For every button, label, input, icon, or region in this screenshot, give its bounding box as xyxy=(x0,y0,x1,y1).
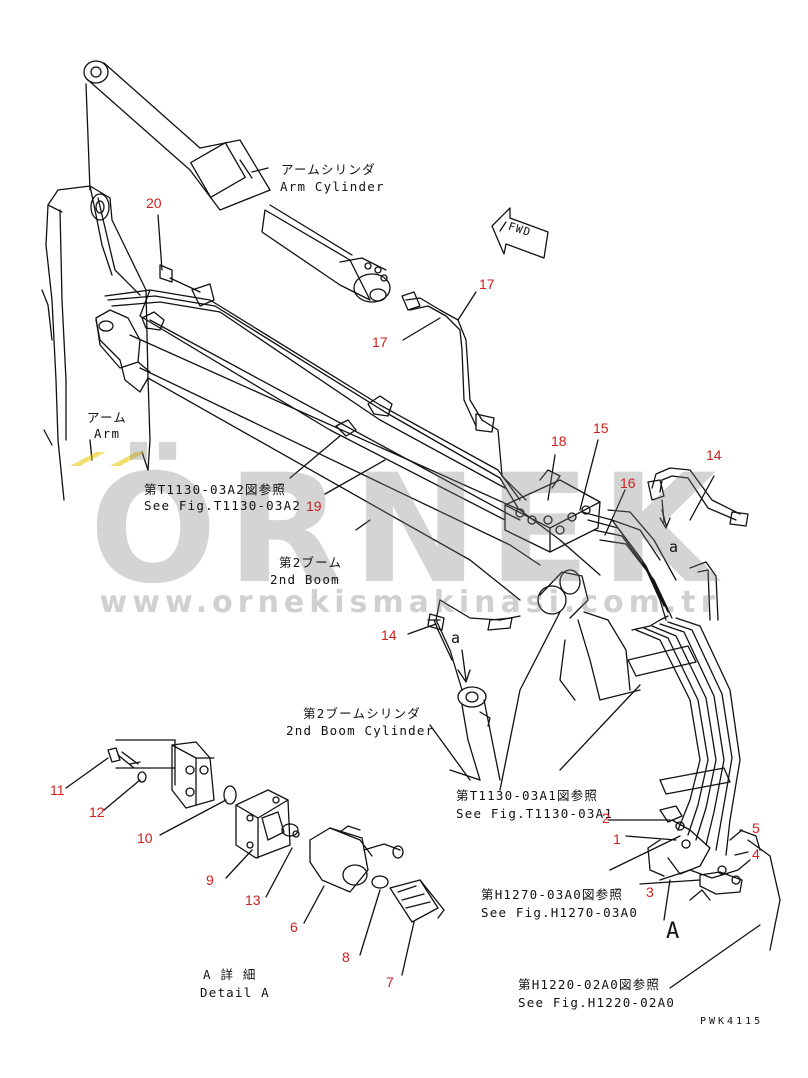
callout-16: 16 xyxy=(620,475,636,491)
ref-h1220-en: See Fig.H1220-02A0 xyxy=(518,995,676,1010)
callout-15: 15 xyxy=(593,420,609,436)
callout-19: 19 xyxy=(306,498,322,514)
hose-bundle xyxy=(627,615,781,951)
ref-h1270-en: See Fig.H1270-03A0 xyxy=(481,905,639,920)
callout-9: 9 xyxy=(206,872,214,888)
leader-lines xyxy=(65,214,761,989)
arm-cylinder-label-jp: アームシリンダ xyxy=(281,162,376,177)
callout-14-left: 14 xyxy=(381,627,397,643)
callout-14-right: 14 xyxy=(706,447,722,463)
detail-a-label-jp: A 詳 細 xyxy=(203,967,257,982)
valve-block xyxy=(504,469,677,621)
ref-t1130-03a1-jp: 第T1130-03A1図参照 xyxy=(456,788,599,803)
callout-17-left: 17 xyxy=(372,334,388,350)
callout-7: 7 xyxy=(386,974,394,990)
boom-cylinder-label-en: 2nd Boom Cylinder xyxy=(286,723,435,738)
view-a-marker-left: a xyxy=(451,629,462,647)
callout-4: 4 xyxy=(752,846,760,862)
boom-cylinder-label-jp: 第2ブームシリンダ xyxy=(303,706,421,721)
watermark-brand: ÖRNEK xyxy=(89,443,727,617)
view-a-marker-right: a xyxy=(669,538,680,556)
detail-a-parts xyxy=(107,739,445,923)
arm-label-en: Arm xyxy=(94,426,121,441)
ref-t1130-03a2-en: See Fig.T1130-03A2 xyxy=(144,498,302,513)
callout-2: 2 xyxy=(602,810,610,826)
callout-13: 13 xyxy=(245,892,261,908)
callout-1: 1 xyxy=(613,831,621,847)
boom-cylinder xyxy=(427,569,641,791)
callout-3: 3 xyxy=(646,884,654,900)
arm-structure xyxy=(41,185,151,501)
view-arrows xyxy=(457,509,711,901)
callout-10: 10 xyxy=(137,830,153,846)
arm-label-jp: アーム xyxy=(87,410,127,425)
ref-t1130-03a2-jp: 第T1130-03A2図参照 xyxy=(144,482,287,497)
callout-8: 8 xyxy=(342,949,350,965)
drawing-code: PWK4115 xyxy=(700,1016,764,1027)
watermark-mark xyxy=(70,452,146,466)
callout-18: 18 xyxy=(551,433,567,449)
second-boom-label-jp: 第2ブーム xyxy=(279,555,343,570)
callout-17-top: 17 xyxy=(479,276,495,292)
callout-11: 11 xyxy=(50,782,65,798)
callout-12: 12 xyxy=(89,804,105,820)
ref-t1130-03a1-en: See Fig.T1130-03A1 xyxy=(456,806,614,821)
watermark-url: www.ornekismakinasi.com.tr xyxy=(99,585,721,620)
view-a-big: A xyxy=(666,919,681,944)
ref-h1270-jp: 第H1270-03A0図参照 xyxy=(481,887,624,902)
ref-h1220-jp: 第H1220-02A0図参照 xyxy=(518,977,661,992)
second-boom-label-en: 2nd Boom xyxy=(270,572,340,587)
detail-a-label-en: Detail A xyxy=(200,985,270,1000)
arm-cylinder-label-en: Arm Cylinder xyxy=(280,179,385,194)
callout-6: 6 xyxy=(290,919,298,935)
callout-20: 20 xyxy=(146,195,162,211)
hose-14-right xyxy=(647,467,749,621)
fwd-arrow xyxy=(491,207,549,259)
arm-cylinder xyxy=(83,60,391,303)
callout-5: 5 xyxy=(752,820,760,836)
second-boom xyxy=(95,309,601,601)
